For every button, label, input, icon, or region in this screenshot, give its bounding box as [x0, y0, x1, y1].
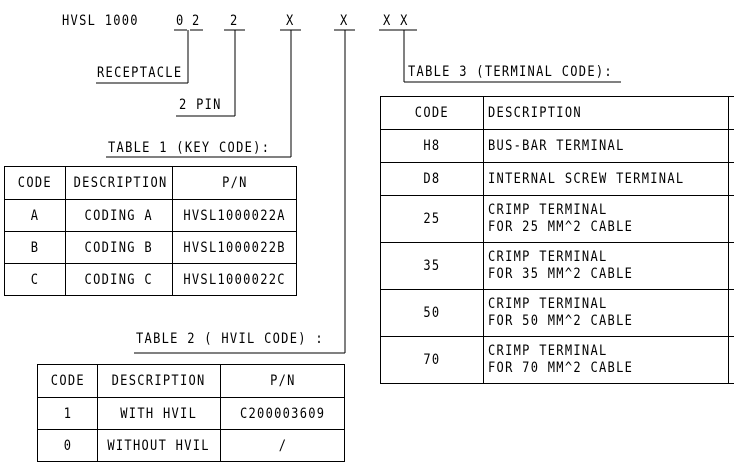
table2-title: TABLE 2 ( HVIL CODE) :	[136, 331, 324, 347]
clipped-cell	[728, 195, 734, 243]
cell-code: A	[4, 199, 66, 232]
code-char-hvil-x: X	[340, 13, 349, 29]
table-row: 1 WITH HVIL C200003609	[37, 397, 345, 430]
cell-pn: HVSL1000022A	[172, 199, 297, 232]
code-char-hvsl-0: 0	[176, 13, 185, 29]
table-header-row: CODE DESCRIPTION P/N	[4, 166, 297, 200]
cell-pn: HVSL1000022B	[172, 231, 297, 264]
table-header-row: CODE DESCRIPTION P/N	[37, 364, 345, 398]
cell-description: WITHOUT HVIL	[97, 429, 221, 462]
table-header-row: CODE DESCRIPTION	[380, 96, 734, 130]
table-row: H8 BUS-BAR TERMINAL	[380, 129, 734, 163]
table-row: C CODING C HVSL1000022C	[4, 263, 297, 296]
hvil-code-table: CODE DESCRIPTION P/N 1 WITH HVIL C200003…	[37, 364, 345, 462]
cell-code: H8	[380, 129, 484, 163]
part-code-prefix: HVSL 1000	[62, 13, 139, 29]
cell-code: D8	[380, 162, 484, 196]
header-description: DESCRIPTION	[65, 166, 173, 200]
cell-code: 50	[380, 289, 484, 337]
cell-code: 70	[380, 336, 484, 384]
cell-code: 0	[37, 429, 98, 462]
table-row: 0 WITHOUT HVIL /	[37, 429, 345, 462]
clipped-cell	[728, 289, 734, 337]
header-code: CODE	[4, 166, 66, 200]
table-row: B CODING B HVSL1000022B	[4, 231, 297, 264]
cell-code: B	[4, 231, 66, 264]
cell-description: INTERNAL SCREW TERMINAL	[483, 162, 729, 196]
cell-pn: HVSL1000022C	[172, 263, 297, 296]
code-char-terminal-xx: X X	[383, 13, 409, 29]
table-row: A CODING A HVSL1000022A	[4, 199, 297, 232]
clipped-cell	[728, 129, 734, 163]
cell-description: WITH HVIL	[97, 397, 221, 430]
cell-description: CODING B	[65, 231, 173, 264]
code-char-receptacle-2: 2	[192, 13, 201, 29]
table-row: D8 INTERNAL SCREW TERMINAL	[380, 162, 734, 196]
header-description: DESCRIPTION	[97, 364, 221, 398]
header-pn: P/N	[172, 166, 297, 200]
terminal-code-table: CODE DESCRIPTION H8 BUS-BAR TERMINAL D8 …	[380, 96, 734, 384]
clipped-cell	[728, 242, 734, 290]
cell-description: CODING A	[65, 199, 173, 232]
cell-code: 1	[37, 397, 98, 430]
cell-description: CODING C	[65, 263, 173, 296]
code-char-key-x: X	[286, 13, 295, 29]
cell-code: C	[4, 263, 66, 296]
clipped-column	[728, 96, 734, 130]
clipped-cell	[728, 336, 734, 384]
cell-code: 25	[380, 195, 484, 243]
table3-title: TABLE 3 (TERMINAL CODE):	[408, 64, 613, 80]
header-description: DESCRIPTION	[483, 96, 729, 130]
receptacle-label: RECEPTACLE	[97, 65, 183, 81]
table1-title: TABLE 1 (KEY CODE):	[108, 140, 271, 156]
code-char-pin-2: 2	[230, 13, 239, 29]
header-code: CODE	[37, 364, 98, 398]
header-code: CODE	[380, 96, 484, 130]
pin-label: 2 PIN	[179, 97, 222, 113]
cell-pn: C200003609	[220, 397, 345, 430]
cell-pn: /	[220, 429, 345, 462]
cell-code: 35	[380, 242, 484, 290]
clipped-cell	[728, 162, 734, 196]
key-code-table: CODE DESCRIPTION P/N A CODING A HVSL1000…	[4, 166, 297, 296]
cell-description: BUS-BAR TERMINAL	[483, 129, 729, 163]
header-pn: P/N	[220, 364, 345, 398]
